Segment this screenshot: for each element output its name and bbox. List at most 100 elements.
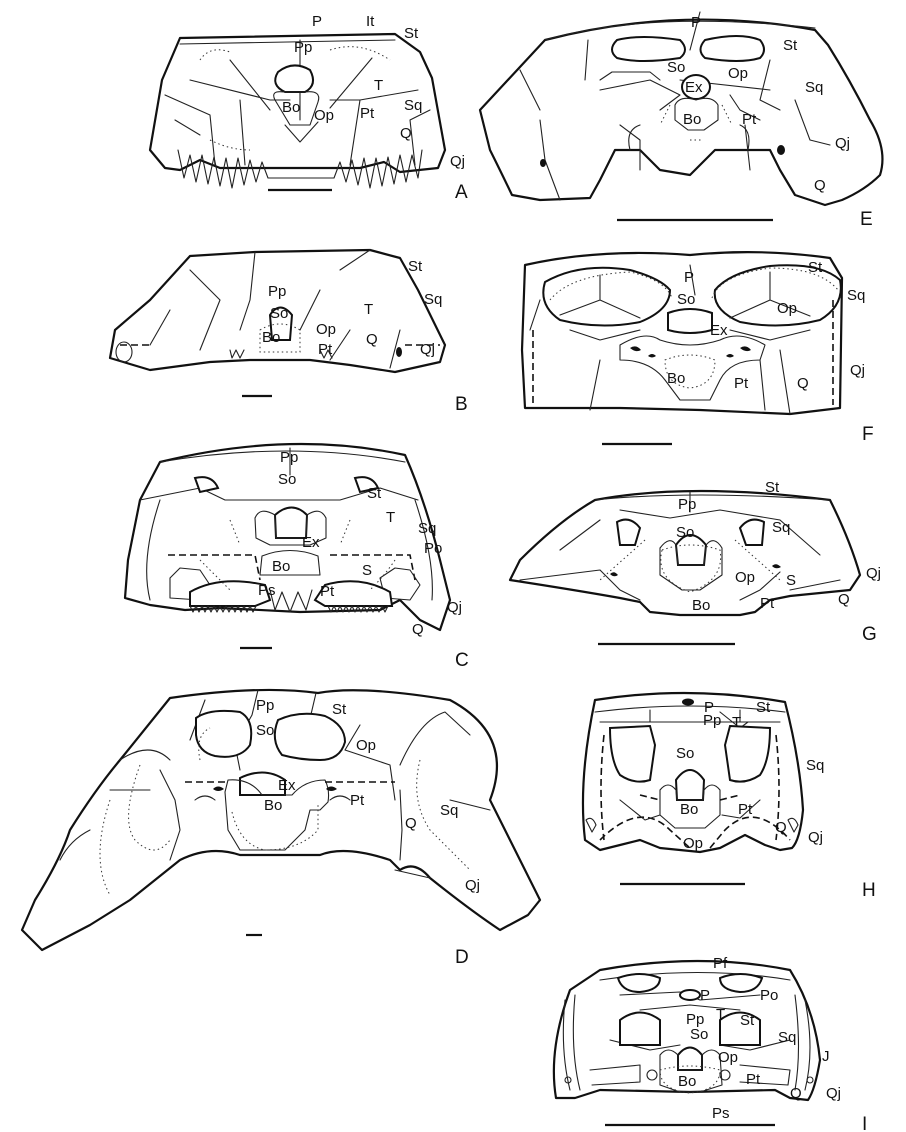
label-bo: Bo <box>678 1073 696 1090</box>
label-op: Op <box>683 835 703 852</box>
label-ex: Ex <box>278 777 296 794</box>
label-pt: Pt <box>320 583 335 600</box>
label-sq: Sq <box>424 291 442 308</box>
label-st: St <box>332 701 347 718</box>
label-bo: Bo <box>667 370 685 387</box>
panel-letter-f: F <box>862 424 874 445</box>
label-pf: Pf <box>713 955 728 972</box>
label-op: Op <box>728 65 748 82</box>
label-sq: Sq <box>778 1029 796 1046</box>
label-sq: Sq <box>847 287 865 304</box>
label-pt: Pt <box>318 341 333 358</box>
label-op: Op <box>718 1049 738 1066</box>
label-ex: Ex <box>710 322 728 339</box>
label-po: Po <box>760 987 778 1004</box>
panel-h: P Pp T St So Sq Bo Pt Q Qj Op H <box>583 693 876 901</box>
label-bo: Bo <box>282 99 300 116</box>
label-op: Op <box>735 569 755 586</box>
panel-letter-d: D <box>455 947 469 968</box>
label-bo: Bo <box>264 797 282 814</box>
panel-i: Pf P Po Pp T St So Sq J Op Bo Pt Q Qj Ps… <box>554 955 867 1132</box>
label-q: Q <box>405 815 417 832</box>
label-so: So <box>690 1026 708 1043</box>
label-st: St <box>740 1012 755 1029</box>
label-q: Q <box>797 375 809 392</box>
label-q: Q <box>814 177 826 194</box>
label-qj: Qj <box>465 877 480 894</box>
label-so: So <box>667 59 685 76</box>
label-pp: Pp <box>678 496 696 513</box>
label-pt: Pt <box>738 801 753 818</box>
label-pt: Pt <box>734 375 749 392</box>
label-pp: Pp <box>256 697 274 714</box>
label-q: Q <box>790 1085 802 1102</box>
label-qj: Qj <box>835 135 850 152</box>
label-ex: Ex <box>685 79 703 96</box>
label-sq: Sq <box>404 97 422 114</box>
label-pp: Pp <box>294 39 312 56</box>
label-bo: Bo <box>680 801 698 818</box>
label-st: St <box>783 37 798 54</box>
panel-letter-g: G <box>862 624 877 645</box>
label-s: S <box>362 562 372 579</box>
panel-e: P St So Op Ex Sq Bo Pt Qj Q E <box>480 12 882 230</box>
label-so: So <box>677 291 695 308</box>
label-s: S <box>786 572 796 589</box>
label-sq: Sq <box>418 520 436 537</box>
label-op: Op <box>356 737 376 754</box>
label-pt: Pt <box>760 595 775 612</box>
label-p: P <box>700 987 710 1004</box>
label-j: J <box>822 1048 830 1065</box>
label-qj: Qj <box>826 1085 841 1102</box>
label-st: St <box>756 699 771 716</box>
label-st: St <box>404 25 419 42</box>
label-so: So <box>676 745 694 762</box>
label-bo: Bo <box>692 597 710 614</box>
label-t: T <box>732 714 741 731</box>
label-t: T <box>364 301 373 318</box>
label-so: So <box>278 471 296 488</box>
label-q: Q <box>366 331 378 348</box>
label-sq: Sq <box>772 519 790 536</box>
label-so: So <box>676 524 694 541</box>
panel-c: Pp St So T Sq Po Ex Bo S Ps Pt Q Qj C <box>125 444 469 671</box>
label-pp: Pp <box>268 283 286 300</box>
panel-letter-b: B <box>455 394 468 415</box>
label-t: T <box>386 509 395 526</box>
label-ps: Ps <box>712 1105 730 1122</box>
label-bo: Bo <box>272 558 290 575</box>
panel-a: P It St Pp T Sq Bo Op Pt Q Qj A <box>150 13 468 203</box>
panel-letter-a: A <box>455 182 468 203</box>
label-pp: Pp <box>280 449 298 466</box>
label-qj: Qj <box>420 341 435 358</box>
label-q: Q <box>400 125 412 142</box>
label-pt: Pt <box>742 111 757 128</box>
label-qj: Qj <box>866 565 881 582</box>
panel-b: Pp St So T Sq Op Bo Pt Q Qj B <box>110 250 468 415</box>
label-bo: Bo <box>262 329 280 346</box>
label-it: It <box>366 13 375 30</box>
panel-letter-i: I <box>862 1114 867 1132</box>
label-q: Q <box>838 591 850 608</box>
label-ps: Ps <box>258 582 276 599</box>
label-so: So <box>256 722 274 739</box>
label-op: Op <box>777 300 797 317</box>
label-pt: Pt <box>350 792 365 809</box>
label-p: P <box>312 13 322 30</box>
label-p: P <box>691 14 701 31</box>
label-t: T <box>716 1006 725 1023</box>
label-po: Po <box>424 540 442 557</box>
label-op: Op <box>316 321 336 338</box>
panel-letter-c: C <box>455 650 469 671</box>
label-t: T <box>374 77 383 94</box>
panel-g: Pp St So Sq Op S Qj Pt Q Bo G <box>510 479 881 645</box>
label-qj: Qj <box>850 362 865 379</box>
label-sq: Sq <box>440 802 458 819</box>
label-st: St <box>367 485 382 502</box>
label-so: So <box>270 305 288 322</box>
panel-letter-h: H <box>862 880 876 901</box>
panel-letter-e: E <box>860 209 873 230</box>
label-pp: Pp <box>703 712 721 729</box>
label-op: Op <box>314 107 334 124</box>
